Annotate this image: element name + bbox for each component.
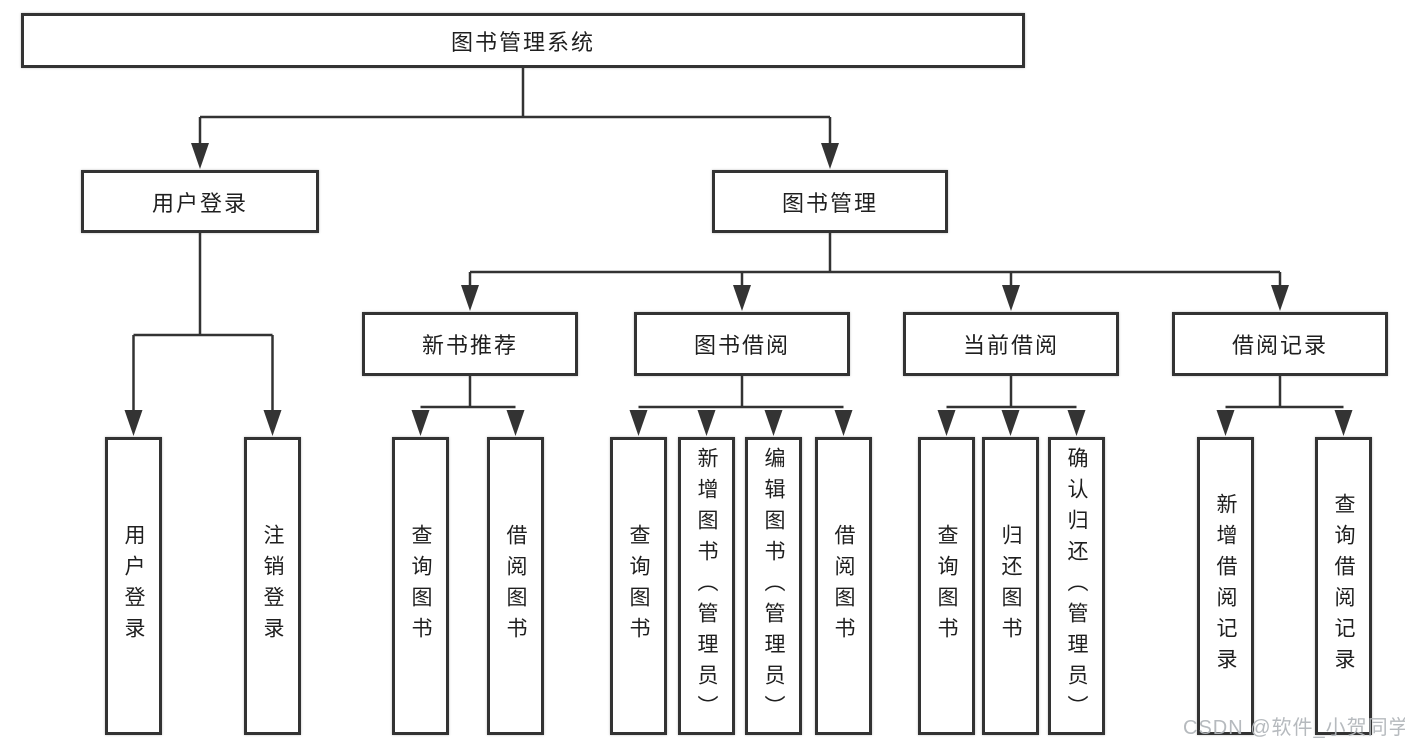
arrow-down-icons xyxy=(124,143,1353,436)
node-label: 图书管理 xyxy=(781,190,878,216)
leaf-borrow-books-recommend: 借阅图书 xyxy=(487,437,544,735)
node-label: 当前借阅 xyxy=(962,333,1059,358)
node-user-login: 用户登录 xyxy=(81,170,319,233)
node-label: 新书推荐 xyxy=(421,333,518,358)
leaf-borrow-books: 借阅图书 xyxy=(815,437,872,735)
leaf-edit-books-admin: 编辑图书（管理员） xyxy=(745,437,802,735)
node-label: 用户登录 xyxy=(151,190,248,216)
leaf-user-login: 用户登录 xyxy=(105,437,162,735)
node-book-management: 图书管理 xyxy=(712,170,948,233)
leaf-add-books-admin: 新增图书（管理员） xyxy=(678,437,735,735)
leaf-logout: 注销登录 xyxy=(244,437,301,735)
node-label: 借阅图书 xyxy=(832,524,855,648)
node-new-book-recommend: 新书推荐 xyxy=(362,312,578,376)
leaf-query-books-current: 查询图书 xyxy=(918,437,975,735)
leaf-query-books-borrow: 查询图书 xyxy=(610,437,667,735)
leaf-query-books-recommend: 查询图书 xyxy=(392,437,449,735)
node-label: 确认归还（管理员） xyxy=(1065,446,1088,726)
node-label: 用户登录 xyxy=(122,524,145,648)
leaf-return-books: 归还图书 xyxy=(982,437,1039,735)
node-current-borrow: 当前借阅 xyxy=(903,312,1119,376)
node-label: 注销登录 xyxy=(261,524,284,648)
node-label: 新增借阅记录 xyxy=(1214,493,1237,679)
leaf-query-borrow-record: 查询借阅记录 xyxy=(1315,437,1372,735)
node-label: 编辑图书（管理员） xyxy=(762,446,785,726)
node-root-system: 图书管理系统 xyxy=(21,13,1025,68)
node-label: 查询借阅记录 xyxy=(1332,493,1355,679)
node-label: 新增图书（管理员） xyxy=(695,446,718,726)
csdn-watermark: CSDN @软件_小贺同学 xyxy=(1183,717,1405,739)
node-label: 查询图书 xyxy=(627,524,650,648)
node-label: 借阅记录 xyxy=(1231,333,1328,358)
node-label: 查询图书 xyxy=(935,524,958,648)
leaf-add-borrow-record: 新增借阅记录 xyxy=(1197,437,1254,735)
node-book-borrow: 图书借阅 xyxy=(634,312,850,376)
node-label: 图书管理系统 xyxy=(450,29,595,55)
node-label: 查询图书 xyxy=(409,524,432,648)
node-label: 借阅图书 xyxy=(504,524,527,648)
node-label: 归还图书 xyxy=(999,524,1022,648)
leaf-confirm-return-admin: 确认归还（管理员） xyxy=(1048,437,1105,735)
node-borrow-records: 借阅记录 xyxy=(1172,312,1388,376)
node-label: 图书借阅 xyxy=(693,333,790,358)
